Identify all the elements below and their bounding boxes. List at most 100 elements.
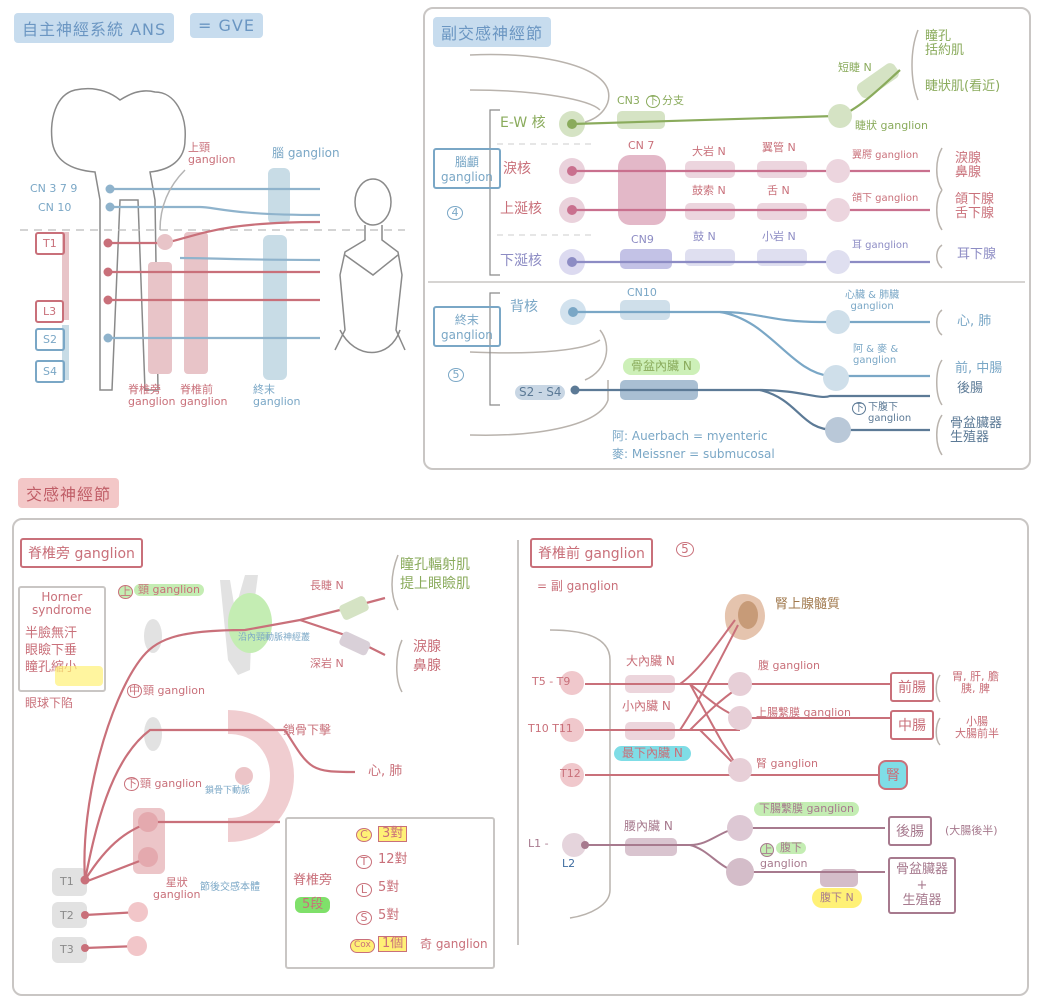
hypogastric-n: 腹下 N	[812, 888, 862, 909]
target-pupil-sphincter: 瞳孔 括約肌	[925, 29, 965, 59]
note-auerbach: 阿: Auerbach = myenteric	[612, 429, 768, 443]
paravert-count-label: 脊椎旁	[293, 873, 333, 888]
c-letter: C	[356, 828, 372, 843]
c-pairs: 3對	[378, 826, 408, 843]
great-petrosal-n: 大岩 N	[692, 145, 726, 158]
horner-box	[18, 586, 106, 692]
prevert-ganglion-title: 脊椎前 ganglion	[530, 538, 653, 568]
target-dilator-levator: 瞳孔輻射肌 提上眼瞼肌	[400, 557, 470, 592]
internal-carotid-plexus: 沿內頸動脈神經叢	[238, 633, 311, 643]
s2-label: S2	[35, 328, 65, 351]
ans-title: 自主神經系統 ANS	[14, 13, 175, 43]
target-ciliary-muscle: 睫狀肌(看近)	[925, 79, 1001, 94]
pelvic-splanchnic-n: 骨盆內臟 N	[623, 358, 700, 376]
paravert-ganglion-title: 脊椎旁 ganglion	[20, 538, 143, 568]
prevert-count: 5	[676, 542, 694, 558]
t-pairs: 12對	[378, 852, 408, 867]
t-letter: T	[356, 855, 372, 870]
l-pairs: 5對	[378, 880, 400, 895]
paravert-count-badge: 5段	[295, 897, 331, 914]
co-letter: Cox	[350, 939, 375, 953]
inf-hypogastric-ganglion: 下腹下 ganglion	[868, 402, 912, 424]
target-heart-lung-symp: 心, 肺	[368, 764, 403, 779]
parasympathetic-panel	[423, 7, 1031, 470]
sma-ganglion: 上腸繫膜 ganglion	[756, 706, 851, 719]
t1-label: T1	[35, 232, 65, 255]
hypogastric-circle: 下	[852, 402, 866, 415]
subclavian-artery: 鎖骨下動脈	[205, 786, 251, 796]
target-lacrimal-nasal: 淚腺 鼻腺	[955, 151, 982, 181]
cn9-label: CN9	[631, 233, 654, 246]
horner-enophthalmos: 眼球下陷	[25, 696, 74, 710]
celiac-ganglion: 腹 ganglion	[758, 659, 820, 672]
stellate-ganglion: 星狀 ganglion	[153, 876, 201, 902]
parasympathetic-title: 副交感神經節	[433, 17, 552, 47]
terminal-ganglion-group: 終末 ganglion	[433, 306, 501, 347]
inf-salivatory-nucleus: 下涎核	[500, 253, 542, 269]
s4-label: S4	[35, 360, 65, 383]
cardiac-pulmonary-ganglion: 心臟 & 肺臟 ganglion	[845, 290, 900, 312]
tympanic-n: 鼓 N	[693, 230, 716, 243]
least-splanchnic-n: 最下內臟 N	[614, 746, 691, 762]
target-fore-midgut: 前, 中腸	[955, 361, 1003, 376]
submandibular-ganglion: 頜下 ganglion	[852, 193, 919, 204]
l3-label: L3	[35, 300, 65, 323]
target-submand-sublingual: 頜下腺 舌下腺	[955, 192, 995, 222]
inf-cervical-circle: 下	[124, 777, 139, 792]
sup-hypogastric-circle: 上	[760, 843, 774, 858]
myenteric-ganglion: 阿 & 麥 & ganglion	[853, 344, 899, 366]
sup-cervical-ganglion: 頸 ganglion	[134, 583, 204, 597]
sup-cervical-label: 上頸 ganglion	[188, 141, 236, 167]
cn7-label: CN 7	[628, 139, 655, 152]
terminal-count: 5	[448, 368, 464, 383]
s-pairs: 5對	[378, 908, 400, 923]
target-foregut: 前腸	[890, 672, 934, 702]
s2-s4-label: S2 - S4	[515, 385, 566, 401]
l1-label: L1 -	[528, 837, 549, 850]
short-ciliary-n: 短睫 N	[838, 61, 872, 74]
inf-cervical-ganglion: 頸 ganglion	[140, 777, 202, 790]
ew-nucleus: E-W 核	[500, 115, 546, 131]
sympathetic-title: 交感神經節	[18, 478, 120, 508]
brain-ganglion-bar	[268, 168, 290, 224]
t3-vertebra: T3	[60, 943, 74, 956]
target-hindgut-symp: 後腸	[888, 816, 932, 846]
target-hindgut-note: (大腸後半)	[945, 824, 998, 837]
cn379-label: CN 3 7 9	[30, 182, 78, 195]
lesser-petrosal-n: 小岩 N	[762, 230, 796, 243]
sup-cervical-circle: 上	[118, 585, 133, 600]
long-ciliary-n: 長睫 N	[310, 579, 344, 592]
ima-ganglion: 下腸繫膜 ganglion	[754, 802, 859, 817]
cn10-para-label: CN10	[627, 286, 657, 299]
pterygopalatine-ganglion: 翼腭 ganglion	[852, 150, 919, 161]
ganglion-impar: 奇 ganglion	[420, 937, 488, 951]
cn3-branch-circle: 下	[646, 95, 660, 108]
cn10-label: CN 10	[38, 201, 72, 214]
target-midgut-note: 小腸 大腸前半	[955, 715, 999, 741]
target-parotid: 耳下腺	[957, 247, 997, 262]
sup-hypogastric-ganglion: ganglion	[760, 857, 808, 870]
sup-salivatory-nucleus: 上涎核	[500, 201, 542, 217]
dorsal-nucleus: 背核	[510, 299, 538, 315]
horner-title: Horner syndrome	[32, 590, 92, 618]
lumbar-splanchnic-n: 腰內臟 N	[624, 819, 673, 833]
cranial-ganglion-group: 腦顱 ganglion	[433, 148, 501, 189]
lingual-n: 舌 N	[767, 184, 790, 197]
greater-splanchnic-n: 大內臟 N	[626, 654, 675, 668]
t1-vertebra: T1	[60, 875, 74, 888]
terminal-label: 終末 ganglion	[253, 383, 301, 409]
ans-gve: = GVE	[190, 13, 263, 38]
chorda-tympani-n: 鼓索 N	[692, 184, 726, 197]
target-kidney: 腎	[878, 760, 908, 790]
target-midgut: 中腸	[890, 710, 934, 740]
sup-hypogastric: 腹下	[776, 841, 806, 855]
target-hindgut: 後腸	[957, 381, 984, 396]
paravert-ganglion-bar	[148, 262, 172, 374]
t12-label: T12	[560, 767, 581, 780]
pterygoid-canal-n: 翼管 N	[762, 141, 796, 154]
target-heart-lung: 心, 肺	[957, 314, 992, 329]
co-pairs: 1個	[378, 936, 408, 953]
prevert-eq: = 副 ganglion	[537, 579, 619, 593]
brain-ganglion-label: 腦 ganglion	[272, 146, 340, 160]
